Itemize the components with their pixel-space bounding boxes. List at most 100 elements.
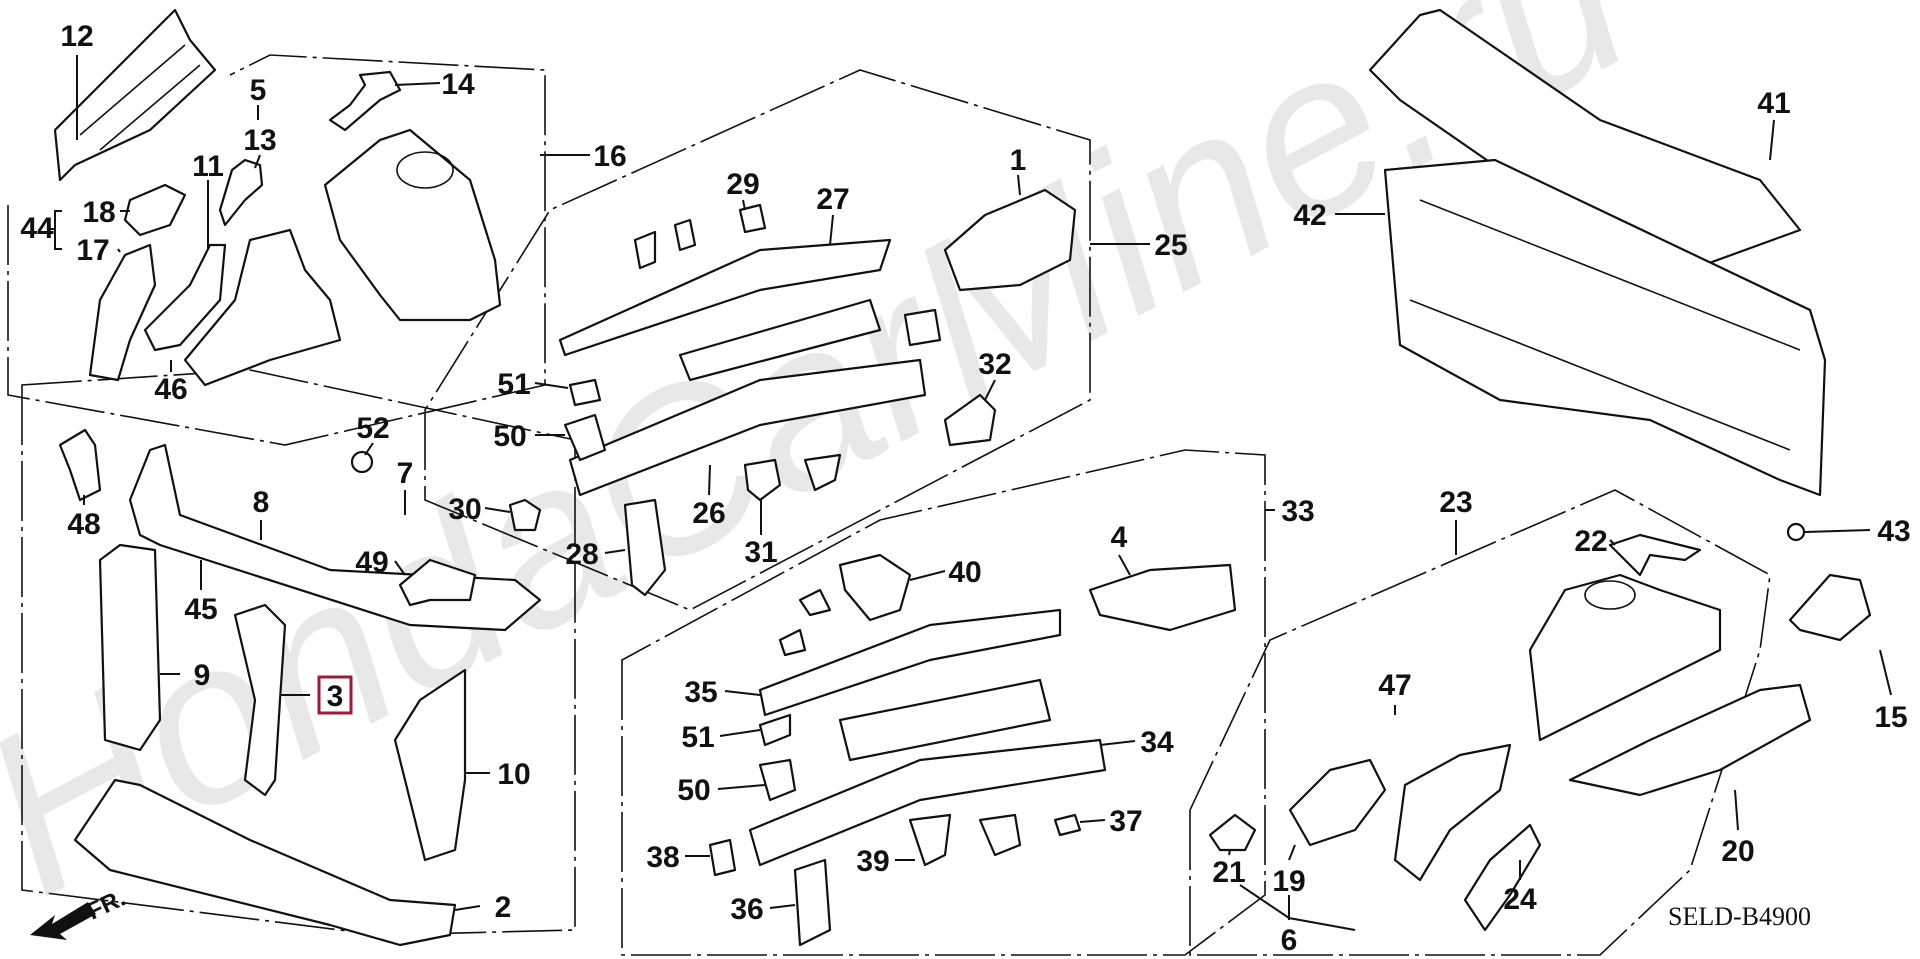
callout-34[interactable]: 34	[1099, 726, 1174, 759]
part-number[interactable]: 5	[250, 74, 267, 107]
part-number[interactable]: 22	[1574, 525, 1607, 558]
part-number[interactable]: 51	[497, 368, 530, 401]
callout-32[interactable]: 32	[978, 348, 1012, 401]
callout-5[interactable]: 5	[250, 74, 267, 120]
part-number[interactable]: 27	[816, 183, 849, 216]
callout-41[interactable]: 41	[1757, 87, 1791, 161]
callout-22[interactable]: 22	[1574, 525, 1616, 558]
callout-29[interactable]: 29	[726, 168, 760, 211]
part-number[interactable]: 20	[1721, 835, 1754, 868]
part-number[interactable]: 50	[677, 774, 710, 807]
callout-36[interactable]: 36	[730, 893, 796, 926]
callout-46[interactable]: 46	[154, 360, 188, 406]
callout-9[interactable]: 9	[160, 659, 210, 692]
callout-12[interactable]: 12	[60, 20, 94, 140]
part-number[interactable]: 36	[730, 893, 763, 926]
part-number[interactable]: 18	[82, 196, 115, 229]
callout-45[interactable]: 45	[184, 560, 218, 626]
part-number[interactable]: 46	[154, 373, 187, 406]
callout-43[interactable]: 43	[1804, 515, 1911, 548]
callout-4[interactable]: 4	[1111, 521, 1131, 576]
callout-39[interactable]: 39	[856, 845, 915, 878]
part-number[interactable]: 42	[1293, 199, 1326, 232]
callout-50[interactable]: 50	[493, 420, 565, 453]
callout-10[interactable]: 10	[465, 758, 531, 791]
part-number[interactable]: 26	[692, 497, 725, 530]
part-number[interactable]: 48	[67, 508, 100, 541]
part-number[interactable]: 1	[1010, 144, 1027, 177]
part-number[interactable]: 24	[1503, 883, 1537, 916]
callout-30[interactable]: 30	[448, 493, 511, 526]
callout-38[interactable]: 38	[646, 841, 710, 874]
part-number[interactable]: 40	[948, 556, 981, 589]
callout-8[interactable]: 8	[253, 486, 270, 540]
part-number[interactable]: 30	[448, 493, 481, 526]
callout-40[interactable]: 40	[909, 556, 982, 589]
part-number[interactable]: 17	[76, 234, 109, 267]
part-number[interactable]: 39	[856, 845, 889, 878]
callout-27[interactable]: 27	[816, 183, 850, 246]
part-number[interactable]: 43	[1877, 515, 1910, 548]
callout-2[interactable]: 2	[454, 891, 512, 924]
part-number[interactable]: 9	[194, 659, 211, 692]
callout-14[interactable]: 14	[394, 68, 475, 101]
callout-17[interactable]: 17	[76, 234, 121, 267]
part-number[interactable]: 29	[726, 168, 759, 201]
part-number[interactable]: 10	[497, 758, 530, 791]
part-number[interactable]: 31	[744, 536, 777, 569]
callout-25[interactable]: 25	[1090, 229, 1188, 262]
part-number[interactable]: 3	[327, 680, 344, 713]
part-number[interactable]: 28	[565, 538, 598, 571]
callout-24[interactable]: 24	[1503, 860, 1537, 916]
callout-21[interactable]: 21	[1212, 849, 1246, 889]
part-number[interactable]: 15	[1874, 701, 1907, 734]
part-number[interactable]: 13	[243, 124, 276, 157]
callout-44[interactable]: 44	[20, 212, 54, 245]
callout-51[interactable]: 51	[681, 721, 761, 754]
callout-49[interactable]: 49	[355, 546, 406, 579]
callout-20[interactable]: 20	[1721, 789, 1755, 868]
part-number[interactable]: 19	[1272, 865, 1305, 898]
callout-42[interactable]: 42	[1293, 199, 1385, 232]
part-number[interactable]: 7	[397, 457, 414, 490]
part-number[interactable]: 4	[1111, 521, 1128, 554]
callout-37[interactable]: 37	[1079, 805, 1143, 838]
part-number[interactable]: 12	[60, 20, 93, 53]
part-number[interactable]: 33	[1281, 495, 1314, 528]
callout-51[interactable]: 51	[497, 368, 569, 401]
part-number[interactable]: 44	[20, 212, 54, 245]
part-number[interactable]: 16	[593, 140, 626, 173]
callout-16[interactable]: 16	[540, 140, 627, 173]
callout-19[interactable]: 19	[1272, 844, 1306, 898]
part-number[interactable]: 8	[253, 486, 270, 519]
callout-48[interactable]: 48	[67, 495, 101, 541]
part-number[interactable]: 32	[978, 348, 1011, 381]
part-number[interactable]: 21	[1212, 856, 1245, 889]
part-number[interactable]: 34	[1140, 726, 1174, 759]
callout-33[interactable]: 33	[1265, 495, 1315, 528]
part-number[interactable]: 11	[192, 150, 224, 183]
callout-18[interactable]: 18	[82, 196, 130, 229]
part-number[interactable]: 41	[1757, 87, 1790, 120]
callout-26[interactable]: 26	[692, 464, 726, 530]
part-number[interactable]: 37	[1109, 805, 1142, 838]
part-number[interactable]: 38	[646, 841, 679, 874]
callout-47[interactable]: 47	[1378, 669, 1412, 715]
part-number[interactable]: 50	[493, 420, 526, 453]
part-number[interactable]: 51	[681, 721, 714, 754]
callout-23[interactable]: 23	[1439, 486, 1473, 555]
part-number[interactable]: 35	[684, 676, 717, 709]
callout-11[interactable]: 11	[192, 150, 224, 250]
callout-3[interactable]: 3	[280, 675, 353, 715]
callout-35[interactable]: 35	[684, 676, 761, 709]
callout-7[interactable]: 7	[397, 457, 414, 515]
part-number[interactable]: 45	[184, 593, 217, 626]
part-number[interactable]: 14	[441, 68, 475, 101]
callout-13[interactable]: 13	[243, 124, 277, 169]
part-number[interactable]: 6	[1281, 924, 1298, 957]
callout-52[interactable]: 52	[356, 412, 390, 456]
part-number[interactable]: 2	[495, 891, 512, 924]
callout-28[interactable]: 28	[565, 538, 626, 571]
part-number[interactable]: 52	[356, 412, 389, 445]
callout-50[interactable]: 50	[677, 774, 766, 807]
